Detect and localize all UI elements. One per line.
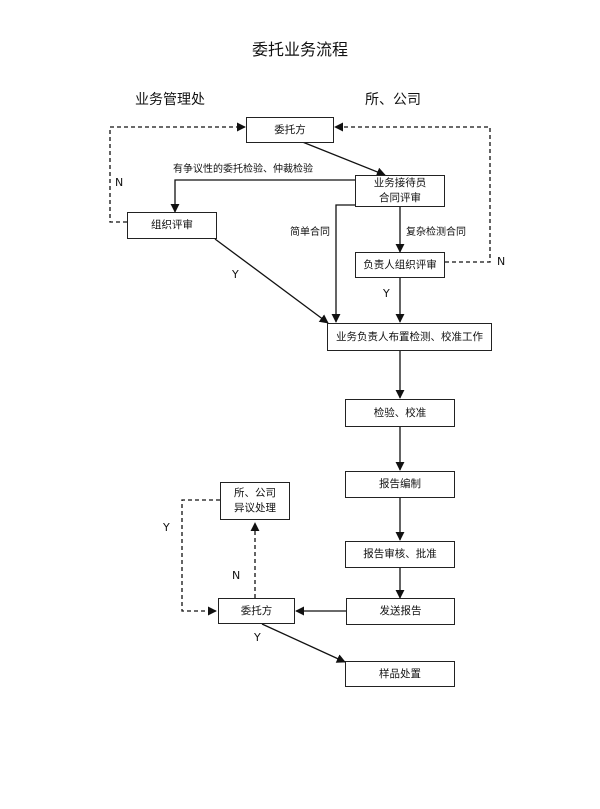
node-reception-line1: 业务接待员: [373, 177, 427, 189]
column-header-institute: 所、公司: [365, 92, 421, 108]
label-n-right: N: [497, 255, 506, 268]
node-send-report: 发送报告: [346, 598, 455, 625]
node-client-bottom-label: 委托方: [240, 604, 273, 617]
page-title: 委托业务流程: [251, 40, 348, 59]
node-report-review-label: 报告审核、批准: [363, 548, 437, 560]
node-sample-disposal-label: 样品处置: [379, 667, 421, 680]
label-y-right: Y: [383, 287, 390, 300]
arrow-org-review-no: [109, 122, 246, 223]
node-org-review-label: 组织评审: [151, 219, 193, 231]
label-simple-contract: 简单合同: [290, 227, 330, 238]
label-n-left: N: [115, 176, 124, 189]
node-client-top-label: 委托方: [274, 123, 306, 136]
node-arrange-work-label: 业务负责人布置检测、校准工作: [336, 330, 483, 343]
node-client-bottom: 委托方: [218, 598, 295, 624]
arrow-to-sample: [261, 623, 346, 663]
node-objection-line2: 异议处理: [234, 502, 276, 514]
column-header-business-office: 业务管理处: [135, 92, 205, 108]
label-disputed: 有争议性的委托检验、仲裁检验: [173, 164, 313, 175]
label-y-objection: Y: [163, 521, 170, 534]
label-complex-contract: 复杂检测合同: [406, 227, 466, 238]
node-inspect-label: 检验、校准: [373, 406, 427, 419]
node-objection-line1: 所、公司: [234, 487, 276, 499]
arrow-head-review-no: [334, 122, 491, 263]
label-n-bottom: N: [232, 569, 241, 582]
node-reception-line2: 合同评审: [379, 192, 421, 204]
label-y-sample: Y: [254, 631, 261, 644]
node-org-review: 组织评审: [127, 212, 217, 239]
label-y-left: Y: [232, 268, 239, 281]
arrow-simple-contract: [331, 204, 355, 323]
node-report-compile: 报告编制: [345, 471, 455, 498]
arrow-client-to-reception: [299, 140, 386, 177]
node-report-review: 报告审核、批准: [345, 541, 455, 568]
node-head-org-review-label: 负责人组织评审: [363, 258, 437, 271]
node-inspect: 检验、校准: [345, 399, 455, 427]
node-arrange-work: 业务负责人布置检测、校准工作: [327, 323, 492, 351]
node-objection-handling: 所、公司 异议处理: [220, 482, 290, 520]
arrow-disputed: [170, 179, 355, 213]
arrow-objection-back: [181, 499, 220, 616]
node-send-report-label: 发送报告: [379, 605, 422, 617]
node-report-compile-label: 报告编制: [379, 478, 421, 490]
node-client-top: 委托方: [246, 117, 334, 143]
arrow-org-review-yes: [214, 238, 329, 324]
node-sample-disposal: 样品处置: [345, 661, 455, 687]
node-head-org-review: 负责人组织评审: [355, 252, 445, 278]
node-reception-review: 业务接待员 合同评审: [355, 175, 445, 207]
